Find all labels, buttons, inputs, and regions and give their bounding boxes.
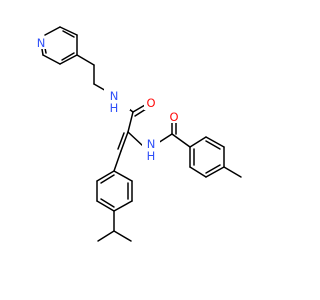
tolyl-ring [189, 136, 242, 178]
carbonyl-oxygen-upper-label: O [146, 96, 155, 110]
amide-hydrogen-right-label: H [147, 149, 156, 163]
carbonyl-oxygen-right-label: O [169, 110, 178, 124]
chemical-structure: N N H O O N H [35, 26, 242, 242]
amide-nitrogen-right-label: N [147, 137, 156, 151]
atom-labels: N N H O O N H [35, 36, 181, 163]
pyridine-nitrogen-label: N [37, 36, 46, 50]
amide-hydrogen-upper-label: H [110, 101, 119, 115]
isopropylphenyl-ring [96, 170, 133, 242]
amide-nitrogen-upper-label: N [110, 89, 119, 103]
